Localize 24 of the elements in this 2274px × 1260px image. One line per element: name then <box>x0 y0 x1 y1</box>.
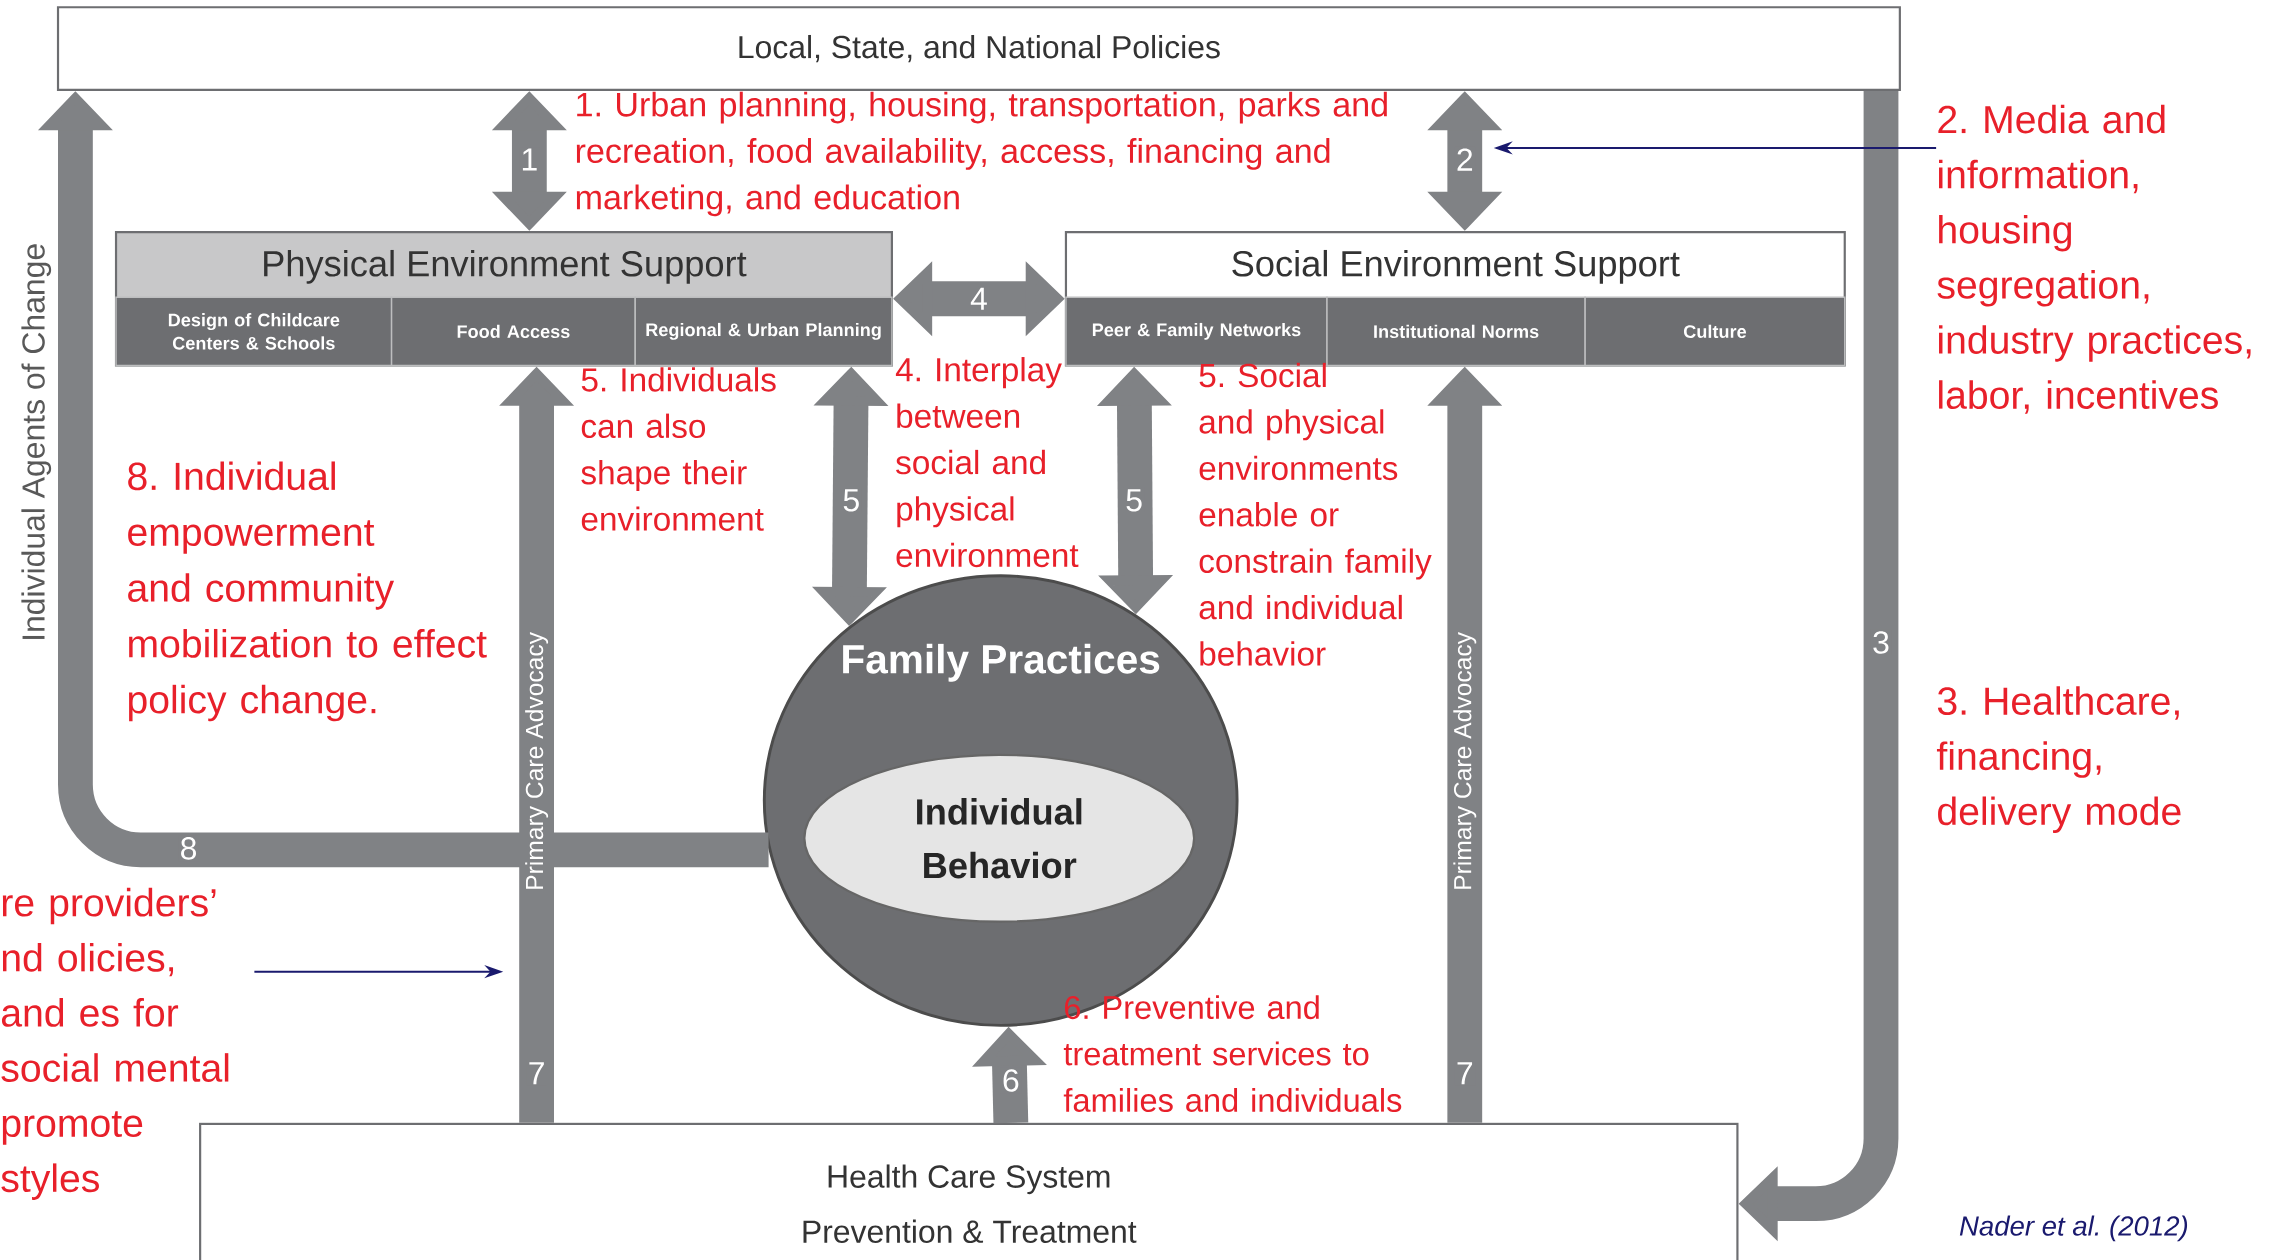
policy-box: Local, State, and National Policies <box>56 6 1901 91</box>
annotation-text: 5. Individuals can also shape their environment <box>581 367 776 531</box>
edge-label: 7 <box>1454 1060 1476 1086</box>
annotation-text: 2. Media and information, housing segregation, industry practices, labor, incentives <box>1937 104 2251 414</box>
edge-label: 8 <box>178 835 199 862</box>
category-cell: Institutional Norms <box>1326 296 1586 367</box>
annotation-text: 6. Preventive and treatment services to families and individuals <box>1063 995 1402 1112</box>
annotation-text: 8. Individual empowerment and community mobilization to effect policy change. <box>128 461 487 722</box>
arrow-label: Primary Care Advocacy <box>525 631 549 889</box>
category-cell: Regional & Urban Planning <box>634 296 893 367</box>
annotation-text: 1. Urban planning, housing, transportation, parks and recreation, food availability, access, financing and marketing, and education <box>576 91 1387 217</box>
care-system-box: Health Care System Prevention & Treatment <box>199 1122 1739 1260</box>
edge-label: 1 <box>519 146 540 172</box>
citation: Nader et al. (2012) <box>1959 1215 2188 1242</box>
category-cell: Food Access <box>390 296 636 367</box>
side-label: Individual Agents of Change <box>21 244 52 639</box>
behavior-oval: Individual Behavior <box>803 753 1196 923</box>
category-cell: Culture <box>1584 296 1846 367</box>
edge-label: 4 <box>968 286 990 312</box>
category-cell: Design of Childcare Centers & Schools <box>115 296 393 367</box>
edge-label: 2 <box>1454 146 1476 172</box>
arrow-label: Primary Care Advocacy <box>1453 631 1477 889</box>
edge-label: 7 <box>526 1060 547 1086</box>
annotation-text: 3. Healthcare, financing, delivery mode <box>1936 686 2181 833</box>
